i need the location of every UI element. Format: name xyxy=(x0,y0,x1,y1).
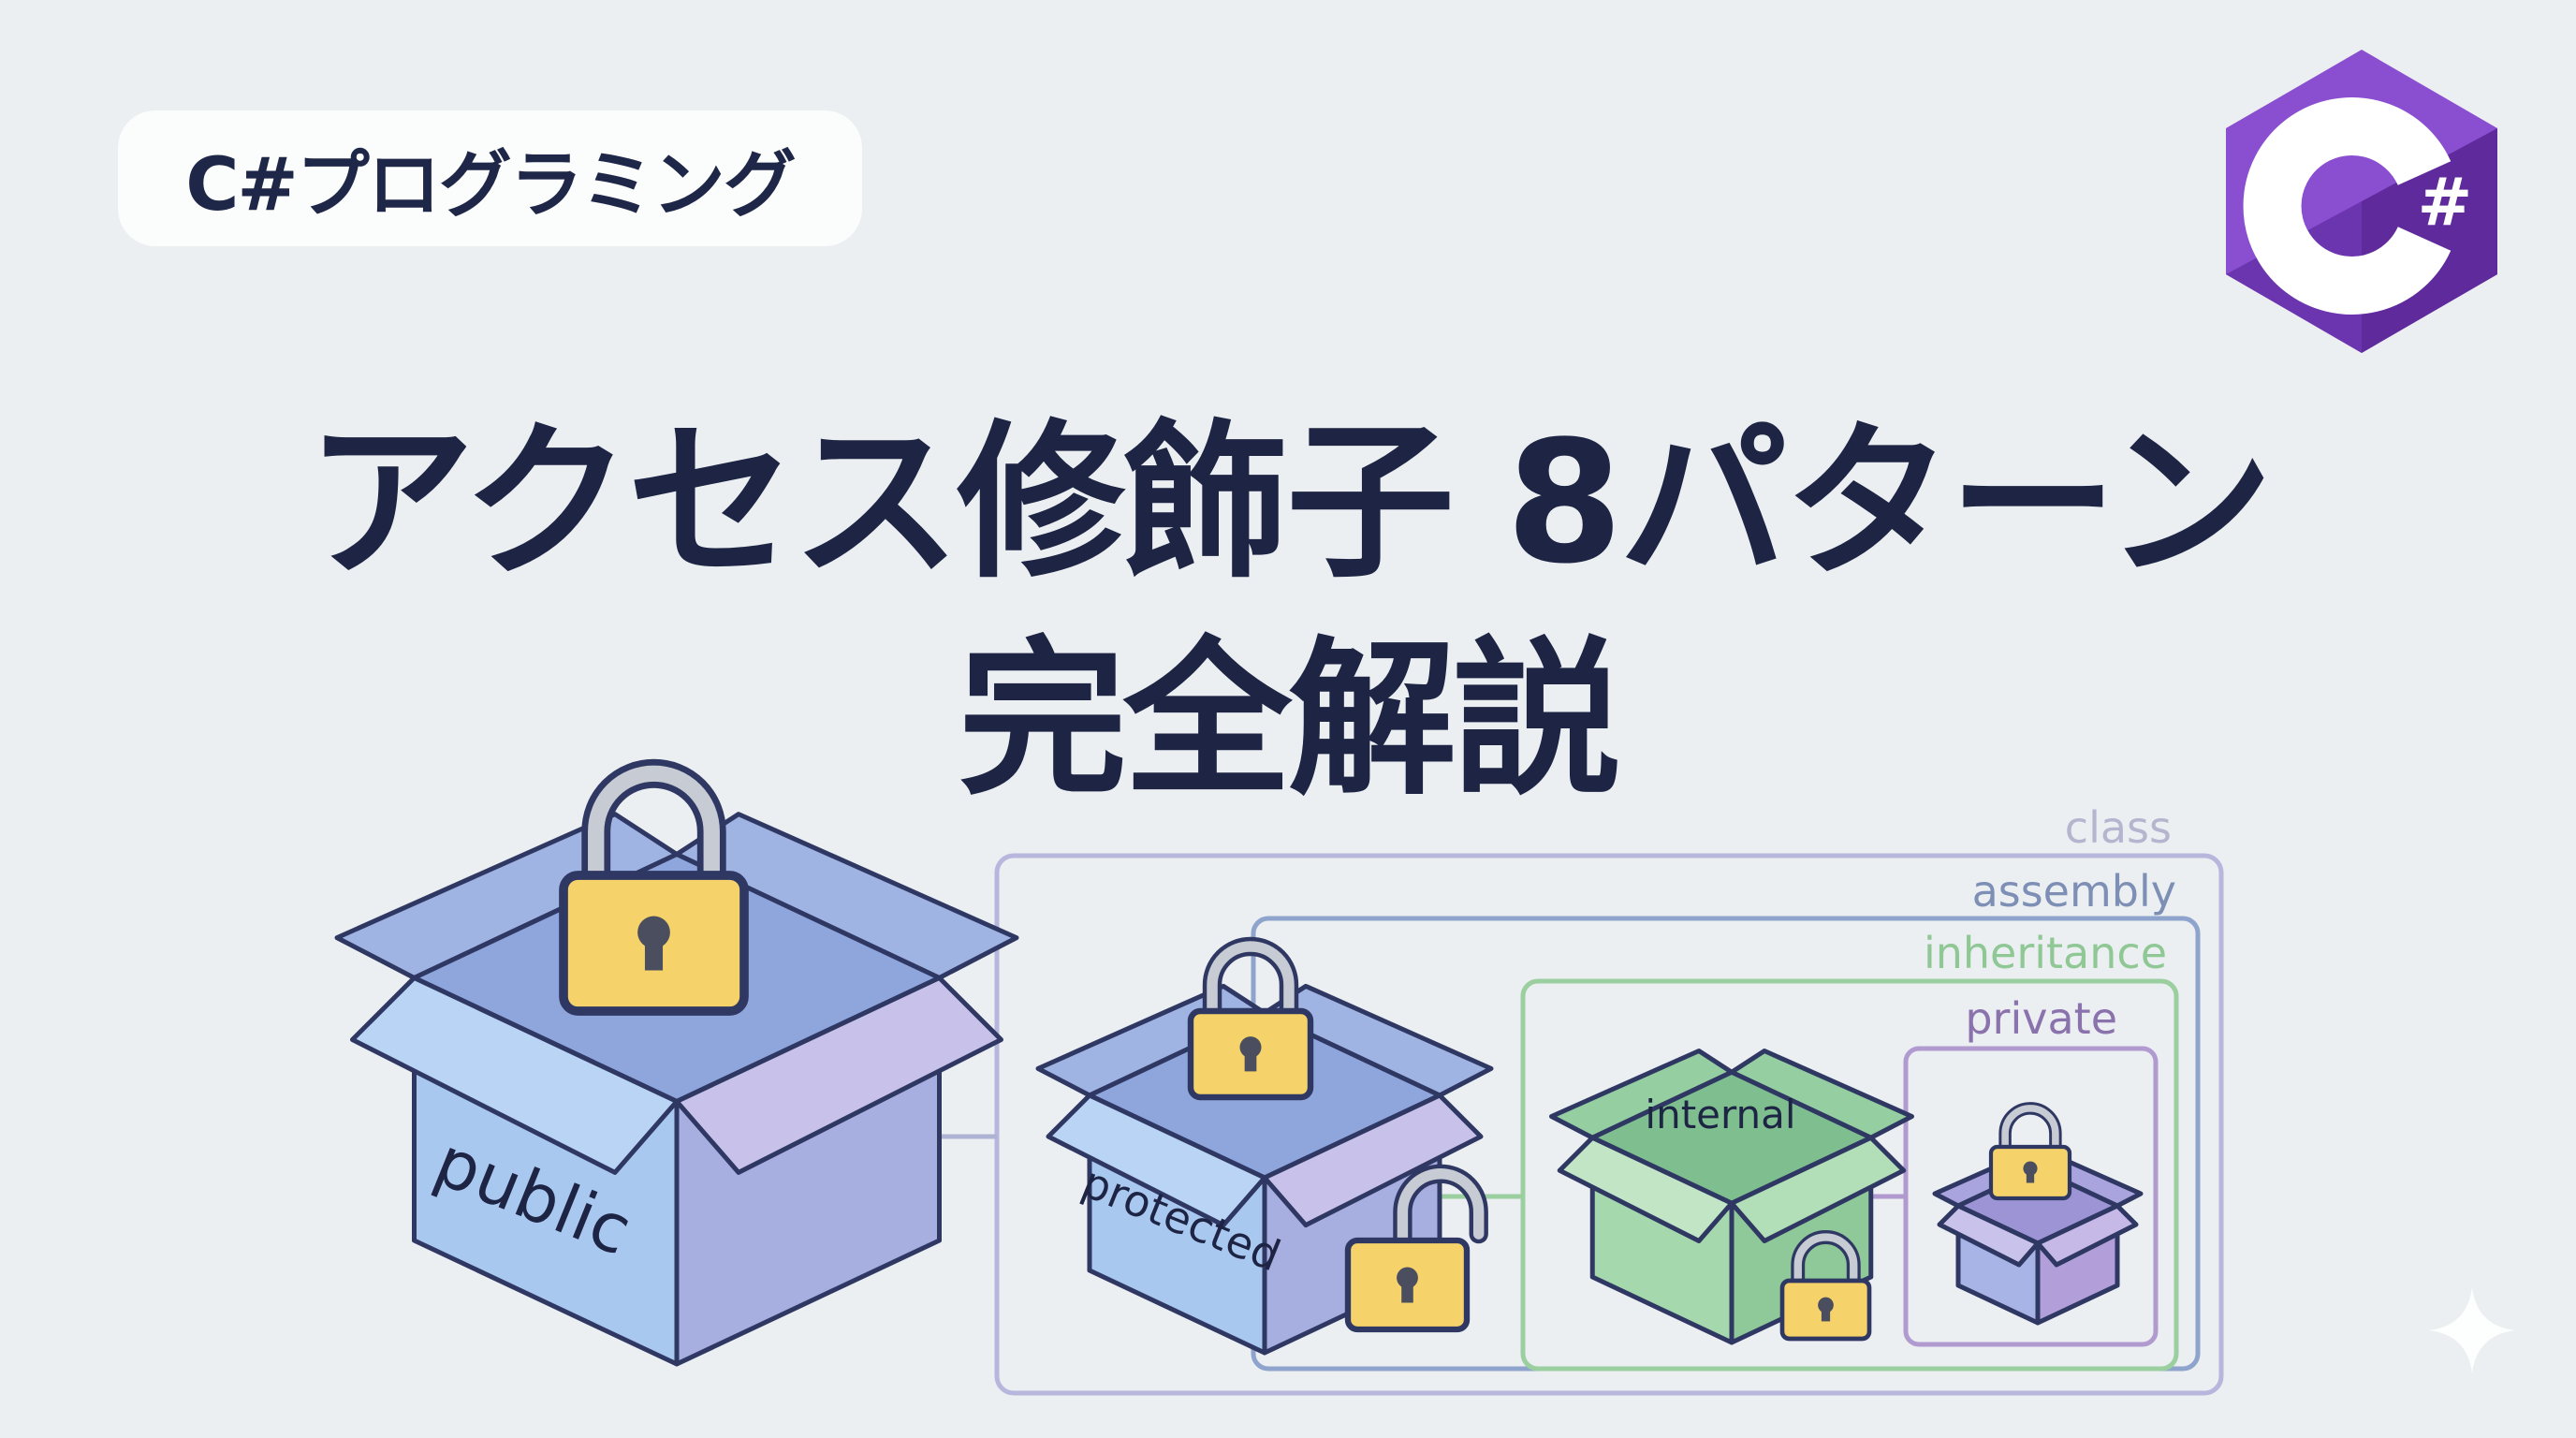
lock-closed-icon xyxy=(1187,936,1314,1101)
scope-class-frame xyxy=(994,853,2224,1396)
category-badge-label: C#プログラミング xyxy=(185,142,797,227)
lock-closed-icon xyxy=(559,758,749,1016)
scope-inheritance-frame xyxy=(1520,978,2179,1372)
lock-closed-icon xyxy=(1779,1230,1872,1342)
scope-label-private: private xyxy=(1965,993,2117,1044)
svg-text:#: # xyxy=(2418,164,2473,241)
scope-label-class: class xyxy=(2065,802,2172,853)
sparkle-icon xyxy=(2429,1287,2515,1373)
lock-open-icon xyxy=(1344,1164,1488,1333)
scope-label-inheritance: inheritance xyxy=(1924,928,2167,978)
scope-label-assembly: assembly xyxy=(1972,866,2176,917)
box-label-internal: internal xyxy=(1645,1092,1795,1137)
page-title-line1: アクセス修飾子 8パターン xyxy=(306,405,2274,601)
box-internal xyxy=(1552,1051,1912,1343)
lock-closed-icon xyxy=(1988,1102,2072,1201)
box-public xyxy=(337,814,1017,1364)
page-title-line2: 完全解説 xyxy=(958,623,1621,818)
category-badge: C#プログラミング xyxy=(118,110,862,246)
csharp-logo: # xyxy=(2226,50,2497,353)
